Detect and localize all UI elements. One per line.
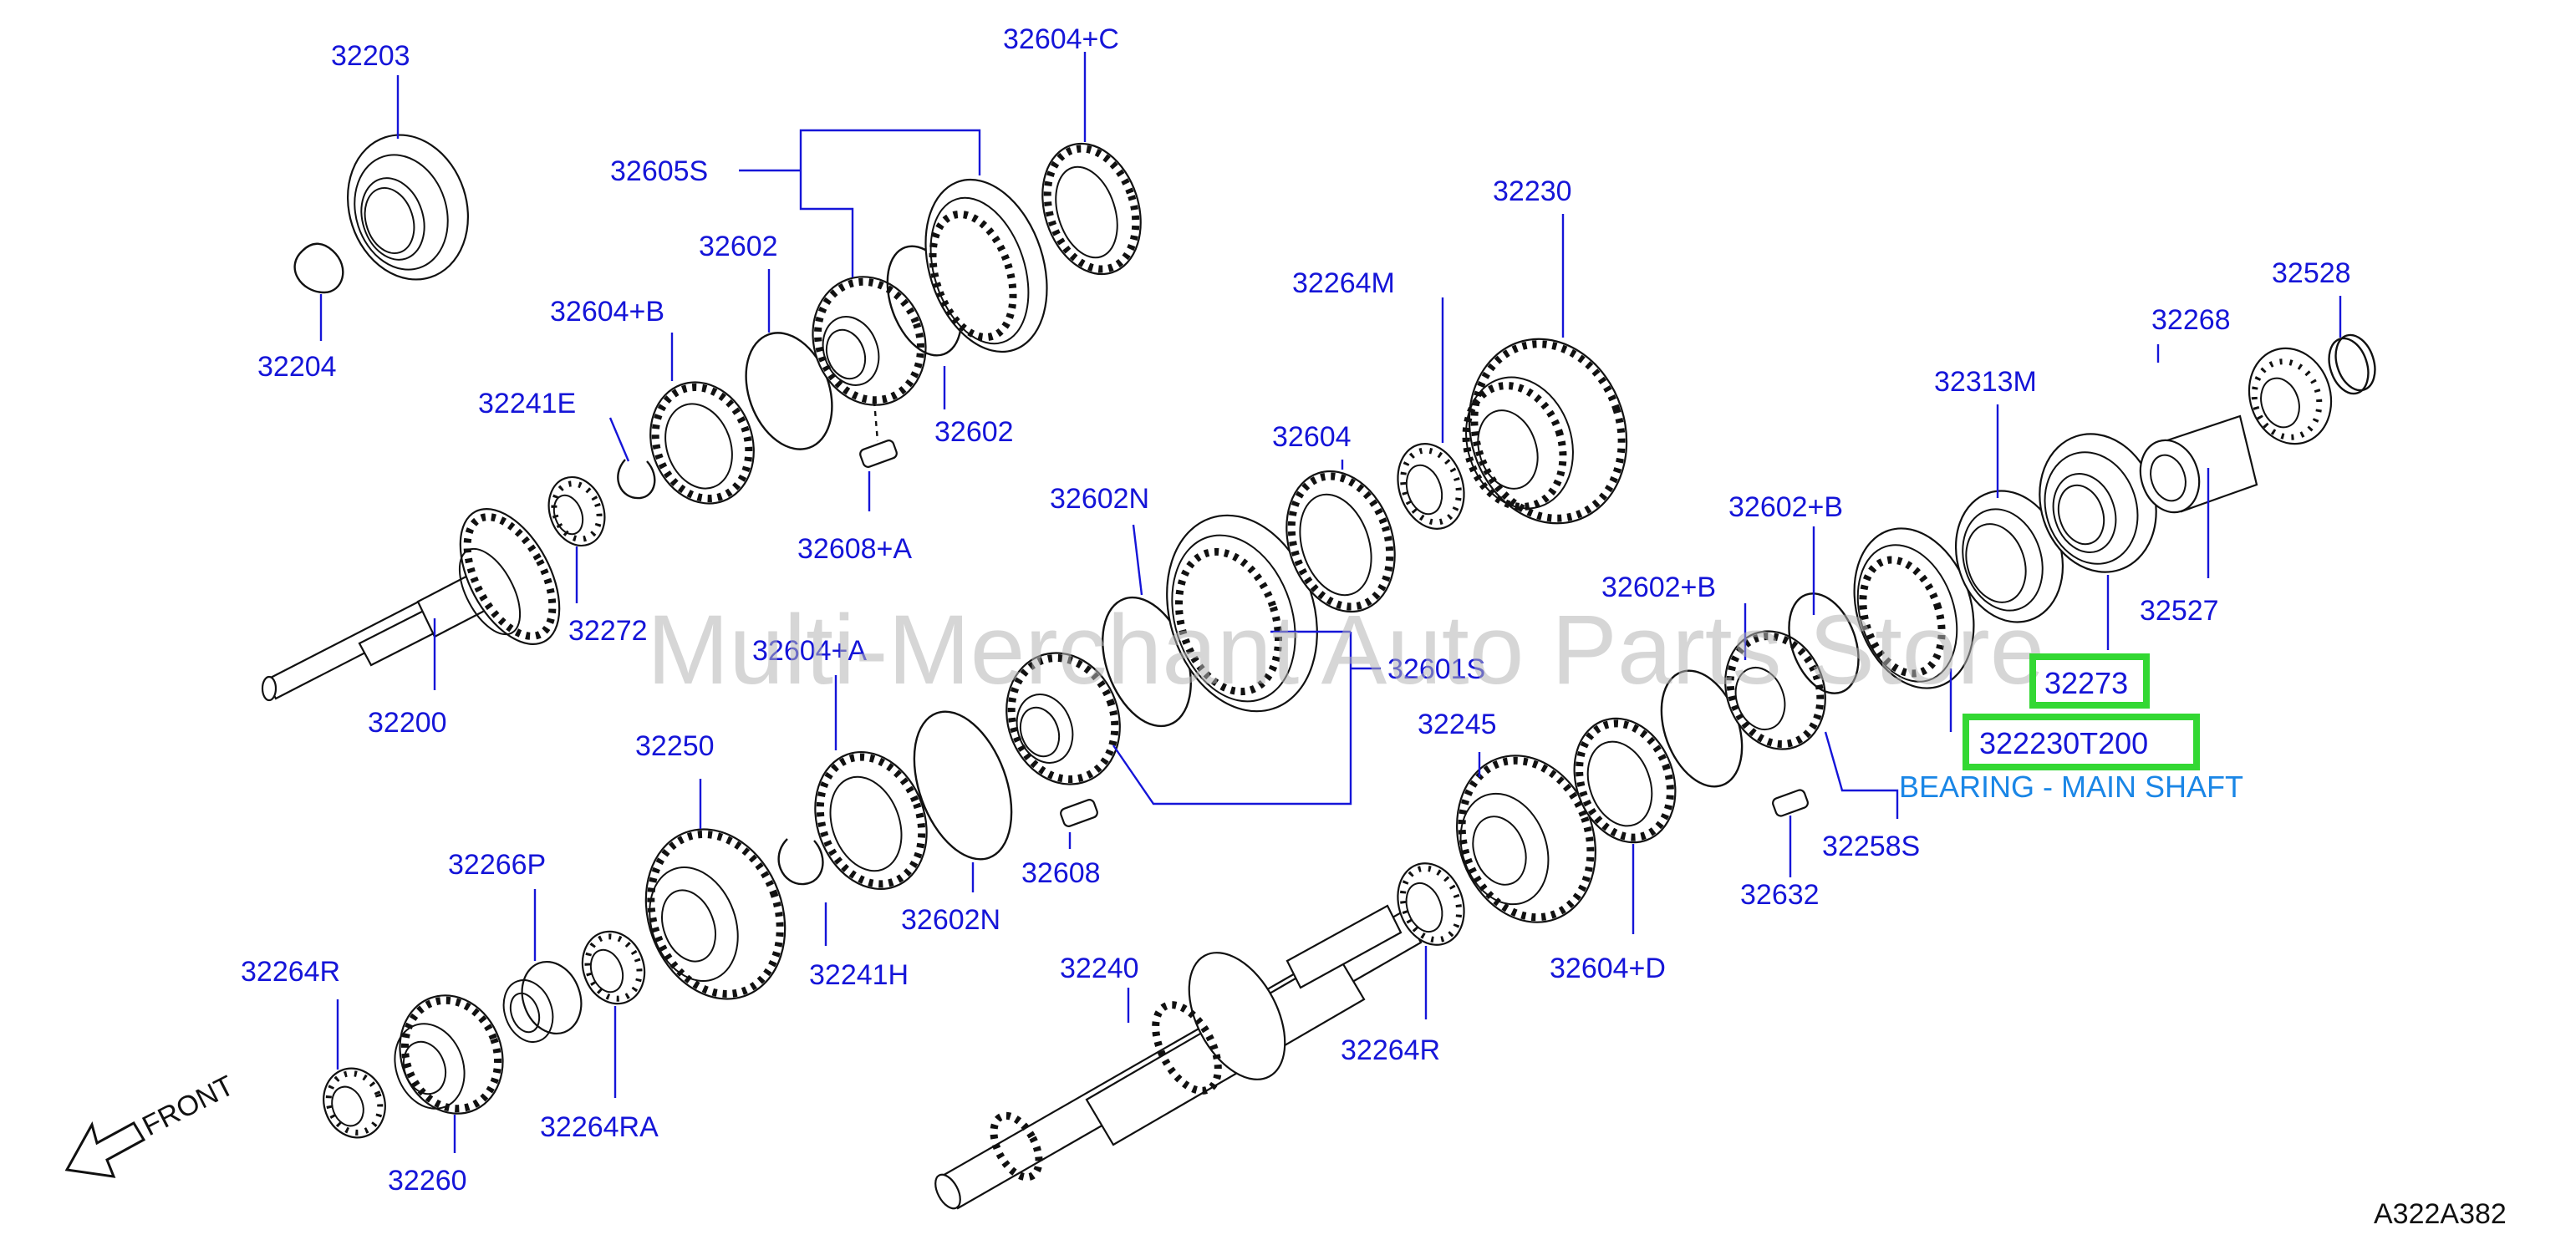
label-32260[interactable]: 32260 [388, 1165, 467, 1197]
label-32608[interactable]: 32608 [1021, 857, 1101, 889]
needle-bearing-32264R-left [323, 1067, 386, 1139]
label-32604A[interactable]: 32604+A [752, 635, 867, 667]
part-labels: 32203 32604+C 32605S 32602 32604+B 32204… [241, 23, 2351, 1197]
label-32200[interactable]: 32200 [368, 707, 447, 739]
highlight-part-number[interactable]: 322230T200 [1979, 726, 2148, 760]
needle-bearing-32264RA [581, 930, 646, 1005]
label-32203[interactable]: 32203 [331, 40, 410, 72]
needle-bearing-32264M [1397, 443, 1465, 530]
label-32264M[interactable]: 32264M [1292, 267, 1395, 299]
needle-bearing-32264R-right [1397, 862, 1465, 946]
label-32528[interactable]: 32528 [2272, 257, 2351, 289]
bushing-32266P [502, 960, 583, 1043]
coupling-hub-32258S [1724, 630, 1826, 750]
gear-32230 [1462, 338, 1628, 525]
highlighted-part[interactable]: 32273 322230T200 BEARING - MAIN SHAFT [1899, 653, 2243, 804]
label-32602B-mid[interactable]: 32602+B [1601, 572, 1716, 603]
label-32604B[interactable]: 32604+B [550, 296, 664, 328]
gear-32260 [394, 994, 504, 1115]
highlight-box-part[interactable] [1963, 714, 2200, 770]
front-label: FRONT [137, 1070, 239, 1142]
label-32602N-bot[interactable]: 32602N [901, 904, 1000, 936]
snap-ring-32241H [777, 838, 824, 886]
insert-32632 [1772, 789, 1809, 817]
label-32272[interactable]: 32272 [568, 615, 648, 647]
baulk-ring-32604B [649, 381, 755, 505]
collar-32527 [2139, 414, 2258, 514]
snap-ring-32241E [617, 459, 656, 500]
label-32602-mid[interactable]: 32602 [934, 416, 1014, 448]
watermark: Multi-Merchant Auto Parts Store [647, 595, 2044, 705]
label-32632[interactable]: 32632 [1740, 879, 1820, 911]
baulk-ring-32604A [814, 750, 928, 891]
gear-32250 [644, 828, 787, 1000]
leader-lines [319, 52, 2342, 1153]
label-32264R-right[interactable]: 32264R [1341, 1034, 1440, 1066]
label-32250[interactable]: 32250 [635, 730, 715, 762]
bearing-32268 [2248, 347, 2333, 445]
label-32602N-top[interactable]: 32602N [1050, 483, 1149, 515]
label-32604[interactable]: 32604 [1272, 421, 1352, 453]
insert-32608A [859, 440, 898, 468]
baulk-ring-32604C [1041, 142, 1142, 276]
label-32605S[interactable]: 32605S [610, 155, 708, 187]
coupling-hub-32605S [812, 276, 927, 406]
highlight-box-ref[interactable] [2029, 653, 2150, 709]
label-32602-top[interactable]: 32602 [699, 231, 778, 262]
label-32264RA[interactable]: 32264RA [540, 1111, 659, 1143]
label-32230[interactable]: 32230 [1493, 175, 1572, 207]
label-32601S[interactable]: 32601S [1387, 653, 1485, 685]
label-32240[interactable]: 32240 [1060, 953, 1139, 984]
baulk-ring-32604 [1285, 470, 1396, 613]
label-32241E[interactable]: 32241E [478, 388, 576, 419]
label-32264R-left[interactable]: 32264R [241, 956, 340, 988]
label-32608A[interactable]: 32608+A [797, 533, 912, 565]
snap-ring-32204 [293, 242, 344, 294]
insert-32608 [1060, 799, 1098, 827]
front-arrow-icon [64, 1121, 146, 1178]
main-shaft-32200 [261, 507, 561, 702]
label-32604D[interactable]: 32604+D [1550, 953, 1666, 984]
spread-spring-32602B-upper [1788, 592, 1860, 694]
bearing-32273 [2039, 433, 2157, 573]
coupling-hub-32601S [1005, 652, 1121, 785]
bearing-32203 [346, 134, 470, 281]
highlight-ref-number[interactable]: 32273 [2044, 666, 2128, 700]
label-32204[interactable]: 32204 [257, 351, 337, 383]
parts-artwork [261, 134, 2376, 1210]
label-32268[interactable]: 32268 [2151, 304, 2231, 336]
snap-ring-32528 [2328, 333, 2376, 395]
diagram-code: A322A382 [2374, 1198, 2507, 1230]
label-32602B-top[interactable]: 32602+B [1728, 491, 1843, 523]
label-32266P[interactable]: 32266P [448, 849, 546, 881]
countershaft-32240 [934, 904, 1423, 1210]
spread-spring-32602N-lower [913, 710, 1013, 861]
needle-bearing-32272 [547, 475, 606, 547]
label-32604C[interactable]: 32604+C [1003, 23, 1119, 55]
label-32313M[interactable]: 32313M [1934, 366, 2037, 398]
part-description: BEARING - MAIN SHAFT [1899, 770, 2243, 804]
baulk-ring-32604D [1573, 717, 1677, 844]
coupling-sleeve-32605S [924, 178, 1048, 353]
label-32245[interactable]: 32245 [1418, 709, 1497, 740]
label-32241H[interactable]: 32241H [809, 959, 909, 991]
front-indicator: FRONT [64, 1070, 239, 1178]
label-32258S[interactable]: 32258S [1822, 831, 1920, 862]
label-32527[interactable]: 32527 [2140, 595, 2219, 627]
